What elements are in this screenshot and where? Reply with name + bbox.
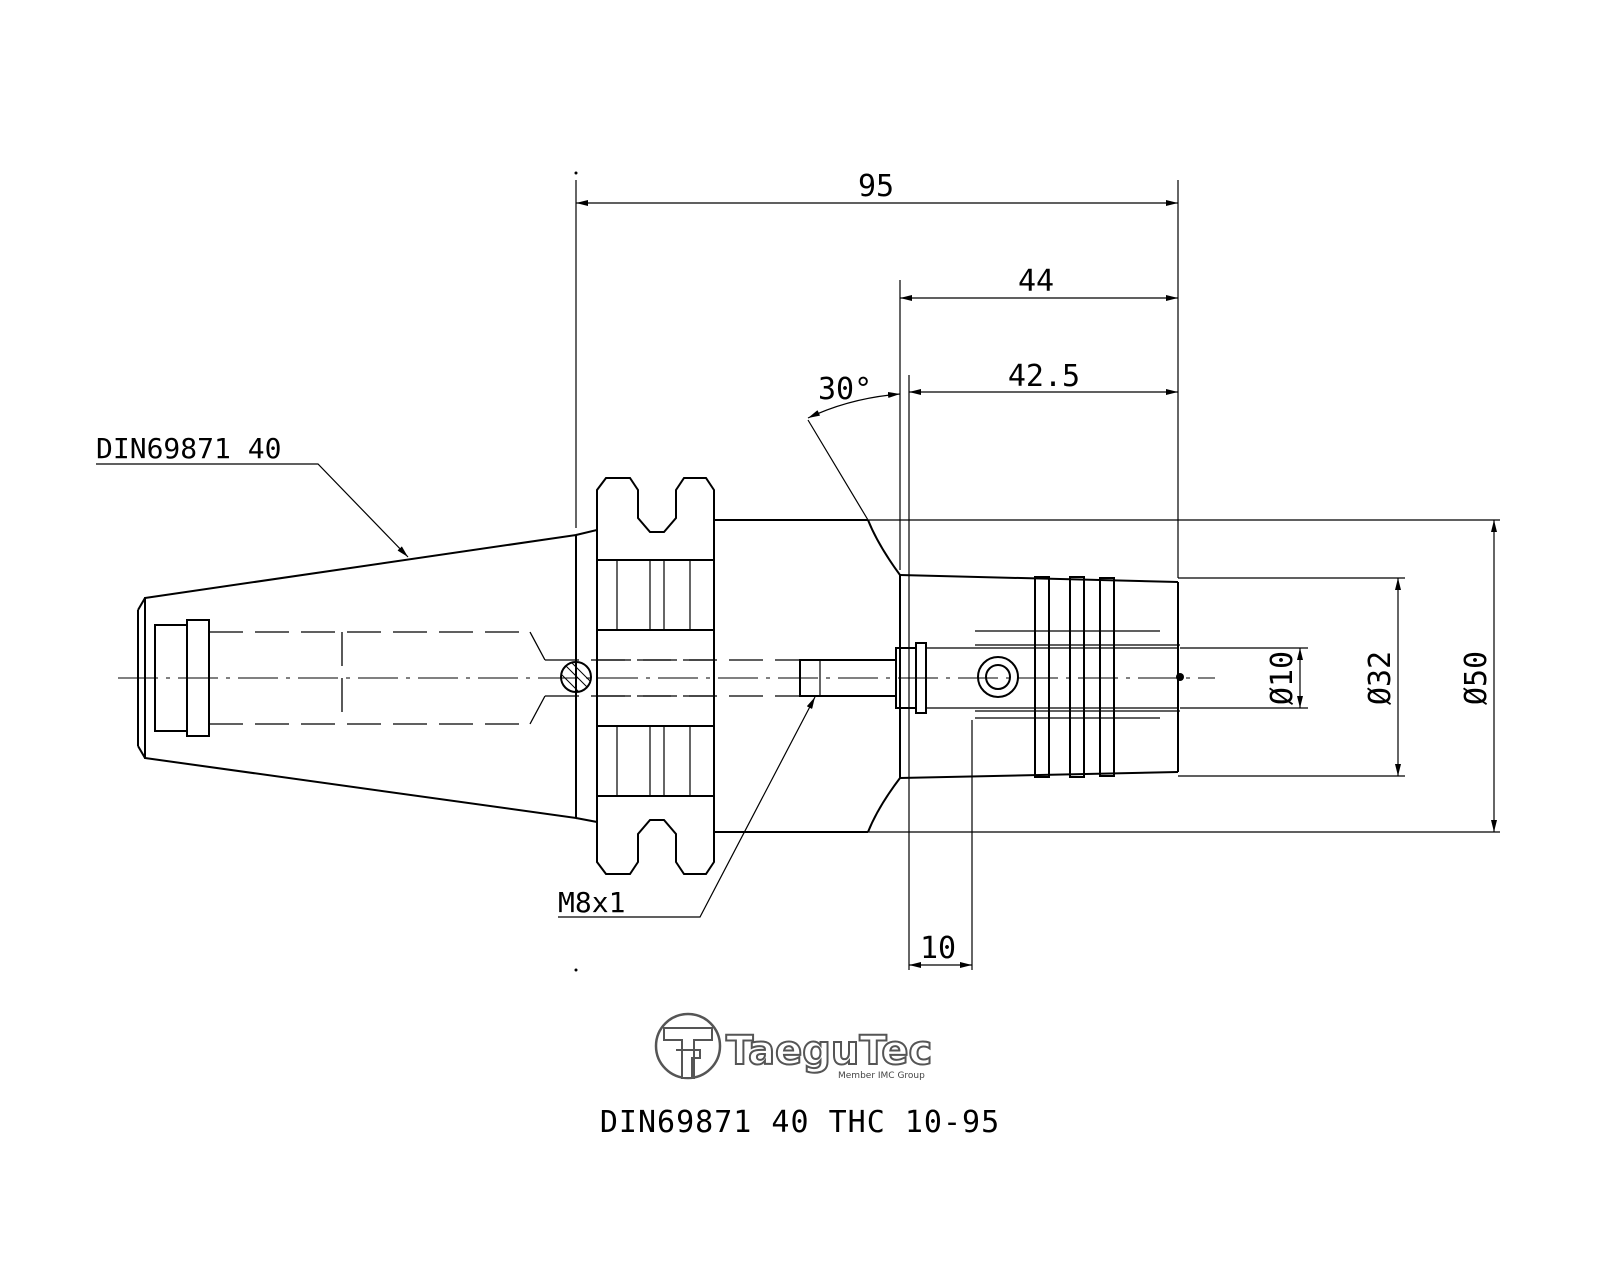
dim-95: 95 [858,169,894,204]
dim-10: 10 [920,931,956,966]
logo-tagline: Member IMC Group [838,1071,925,1081]
dim-angle: 30° [818,372,872,407]
logo-brand: TaeguTec [726,1028,932,1074]
dim-dia-50: Ø50 [1459,651,1494,705]
flange [575,477,715,875]
dim-dia-10: Ø10 [1265,651,1300,705]
angle-extension-line [807,419,869,521]
dim-44: 44 [1018,264,1054,299]
taper-spec-label: DIN69871 40 [96,432,281,465]
holder-body [714,519,927,833]
taper-shank [137,533,801,820]
drawing-title: DIN69871 40 THC 10-95 [600,1105,1000,1140]
dim-dia-32: Ø32 [1363,651,1398,705]
dim-42-5: 42.5 [1008,359,1080,394]
extension-lines [575,180,1500,970]
thread-leader [558,696,816,918]
angle-arc [807,391,901,419]
clamping-nose [899,574,1184,779]
taegutec-logo: TaeguTec Member IMC Group [654,1012,933,1081]
taper-leader [96,463,409,558]
thread-label: M8x1 [558,886,625,919]
